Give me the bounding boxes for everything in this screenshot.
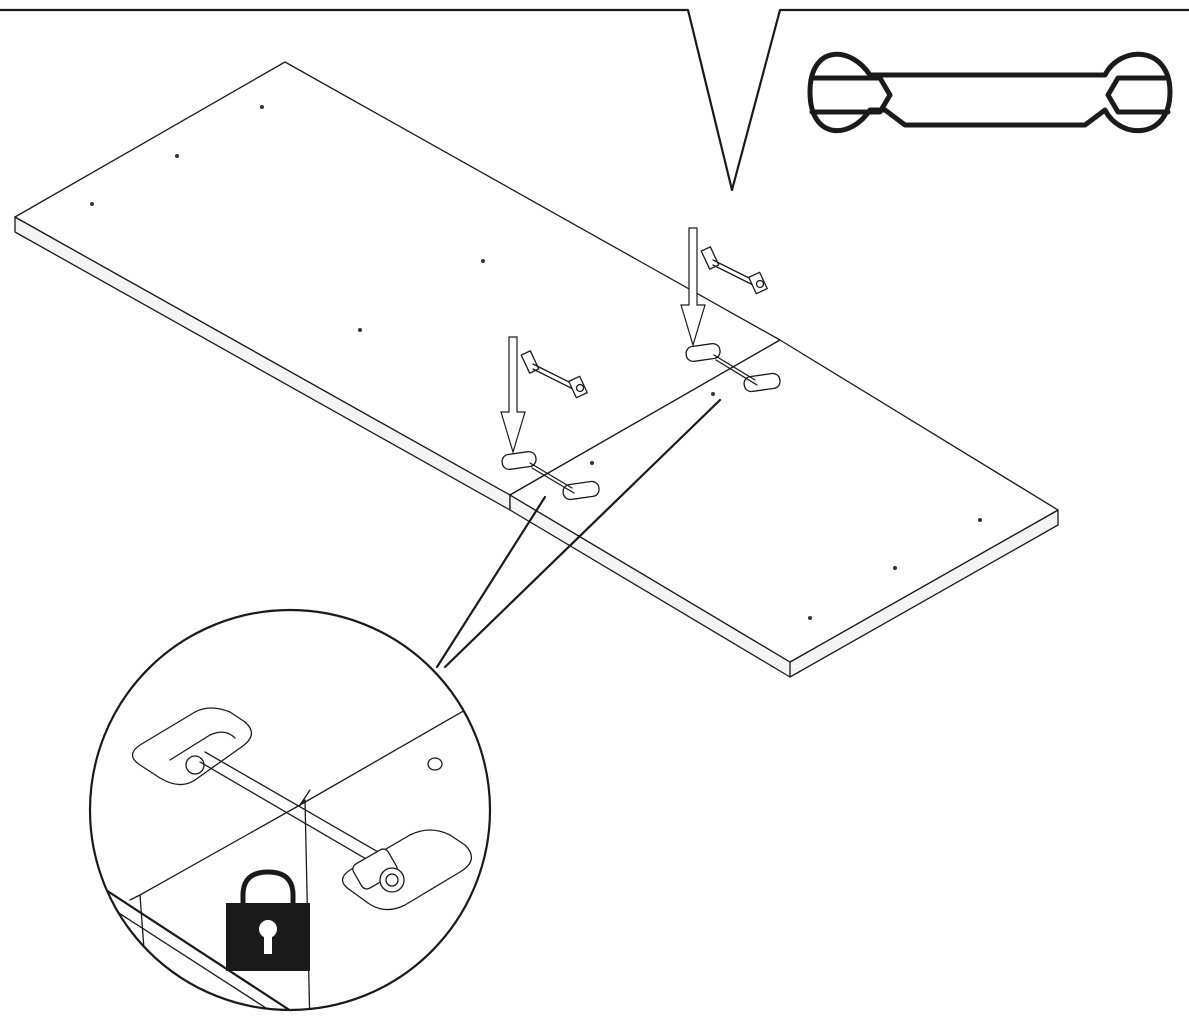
callout-frame-border xyxy=(0,8,1189,192)
detail-callout-lines xyxy=(435,398,722,669)
drill-holes xyxy=(90,105,982,620)
down-arrow-icon xyxy=(500,336,526,455)
joint-connector-2 xyxy=(700,246,768,295)
joint-connector-1 xyxy=(520,350,588,399)
padlock-icon xyxy=(226,869,310,971)
down-arrow-icon xyxy=(680,227,706,348)
wrench-icon xyxy=(807,51,1173,134)
tabletop-panel-right xyxy=(509,339,1059,678)
connector-slots xyxy=(501,342,781,501)
